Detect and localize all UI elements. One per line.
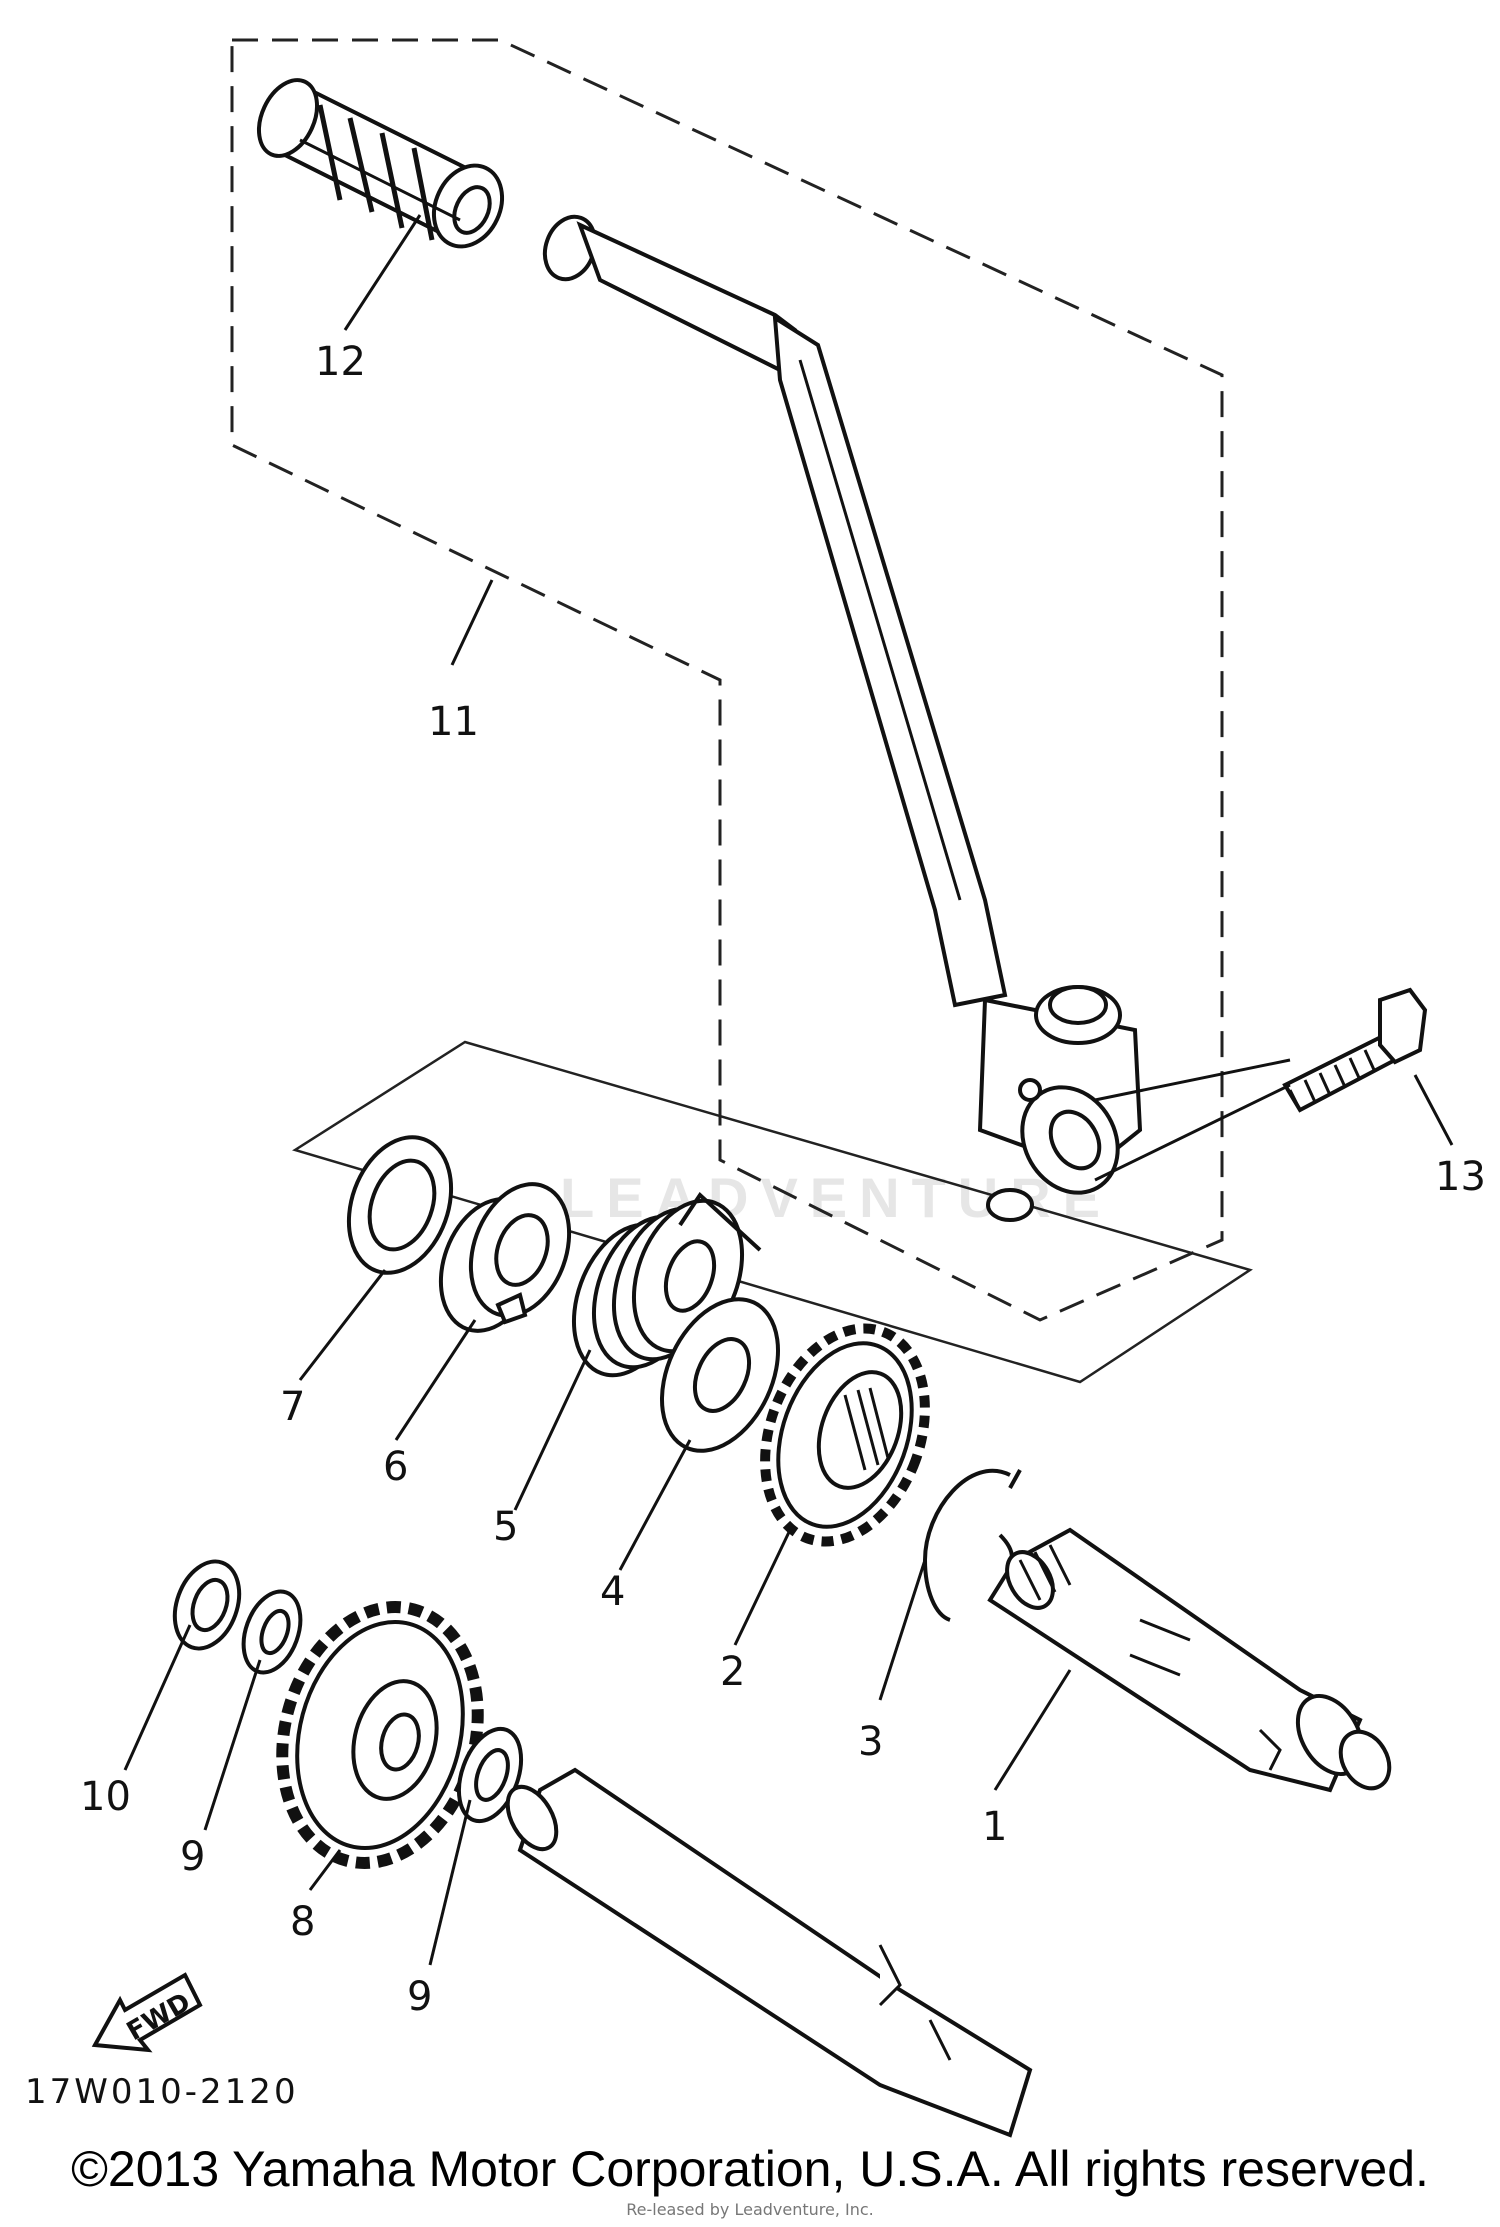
washer-9-lower xyxy=(456,1726,524,1824)
oil-seal-7 xyxy=(346,1135,454,1275)
idle-gear-8 xyxy=(276,1601,484,1869)
callout-5: 5 xyxy=(493,1504,518,1550)
kick-axle-1 xyxy=(987,1527,1392,1793)
kick-gear-2 xyxy=(760,1323,930,1547)
callout-3: 3 xyxy=(858,1719,883,1765)
callout-8: 8 xyxy=(290,1899,315,1945)
copyright-notice: ©2013 Yamaha Motor Corporation, U.S.A. A… xyxy=(71,2141,1429,2197)
grouping-frame xyxy=(292,1040,1253,1384)
callout-1: 1 xyxy=(982,1804,1007,1850)
circlip-10 xyxy=(172,1559,242,1651)
kick-crank-11 xyxy=(542,214,1143,1222)
callout-2: 2 xyxy=(720,1649,745,1695)
collar-6 xyxy=(438,1182,572,1333)
shaft xyxy=(505,1767,1033,2138)
callout-12: 12 xyxy=(315,339,366,385)
callout-11: 11 xyxy=(428,699,479,745)
assembly-11-boundary xyxy=(230,38,1224,1322)
kick-grip-12 xyxy=(256,78,505,249)
leader-lines xyxy=(123,214,1454,1966)
callout-10: 10 xyxy=(80,1774,131,1820)
callout-9a: 9 xyxy=(180,1834,205,1880)
fwd-arrow-icon: FWD xyxy=(91,1972,203,2053)
callout-7: 7 xyxy=(280,1384,305,1430)
callout-6: 6 xyxy=(383,1444,408,1490)
callout-9b: 9 xyxy=(407,1974,432,2020)
callout-4: 4 xyxy=(600,1569,625,1615)
diagram-code: 17W010-2120 xyxy=(25,2072,299,2112)
washer-4 xyxy=(659,1297,781,1453)
callout-13: 13 xyxy=(1435,1154,1486,1200)
credit-line: Re-leased by Leadventure, Inc. xyxy=(626,2200,874,2219)
bolt-13 xyxy=(1282,987,1428,1113)
washer-9-upper xyxy=(241,1589,303,1675)
